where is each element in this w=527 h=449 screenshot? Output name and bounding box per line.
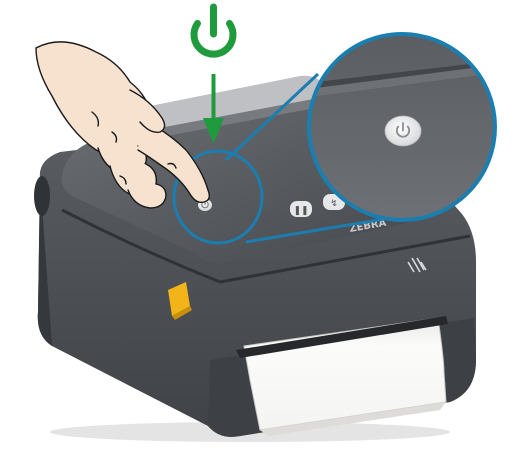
side-knob [34,176,50,216]
pause-icon: ❚❚ [293,206,308,216]
cancel-icon: ↯ [330,199,338,209]
power-icon [194,7,233,54]
